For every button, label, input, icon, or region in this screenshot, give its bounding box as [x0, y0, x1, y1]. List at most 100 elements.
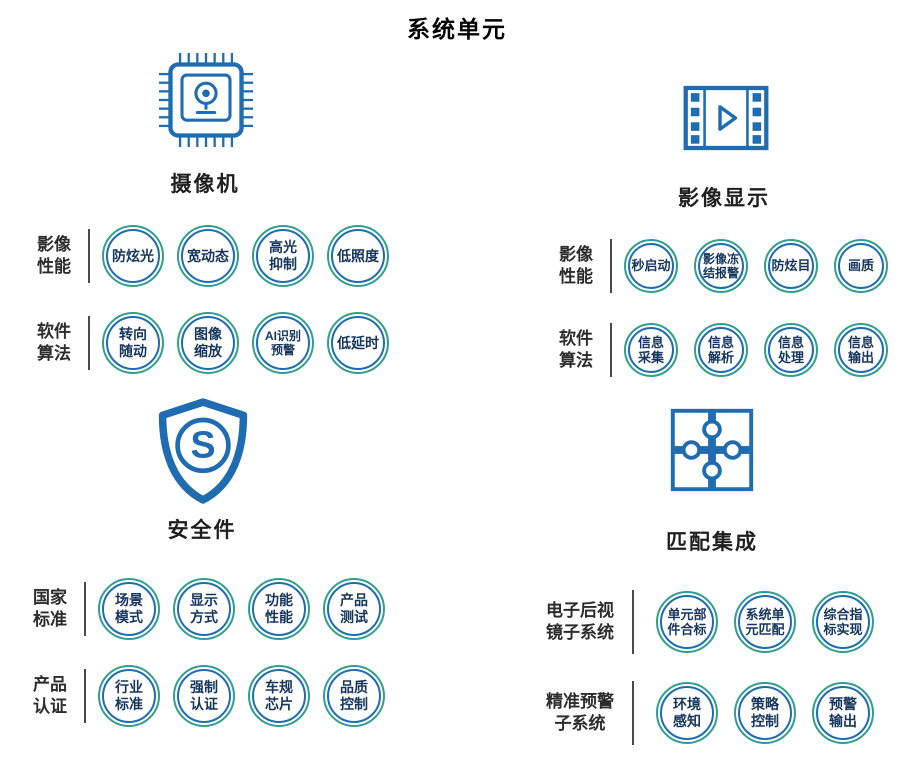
camera-chip-icon: [158, 52, 254, 148]
row-label-line: 算法: [37, 344, 71, 363]
row-divider: [88, 229, 90, 283]
badge-ring: 强制认证: [177, 669, 231, 723]
row-label-line: 性能: [559, 267, 593, 286]
badge: 强制认证: [173, 665, 235, 727]
row-divider: [610, 239, 612, 293]
badge: 环境感知: [656, 682, 718, 744]
badge-ring: 预警输出: [816, 686, 870, 740]
badge-ring: 宽动态: [181, 229, 235, 283]
integration-section-label: 匹配集成: [666, 531, 758, 554]
row-label: 软件 算法: [548, 328, 604, 372]
badge-ring: 系统单元匹配: [738, 595, 792, 649]
camera-software-algorithm-row: 软件 算法 转向随动 图像缩放 AI识别预警 低延时: [26, 312, 389, 374]
badge-ring: 影像冻结报警: [698, 243, 744, 289]
row-label-line: 电子后视: [546, 600, 614, 620]
row-label-line: 算法: [559, 351, 593, 370]
row-divider: [610, 323, 612, 377]
badge: 低照度: [327, 225, 389, 287]
badge-ring: 功能性能: [252, 582, 306, 636]
row-label-line: 镜子系统: [546, 623, 614, 642]
badge: 高光抑制: [252, 225, 314, 287]
row-label-line: 产品: [33, 674, 67, 694]
badge-ring: 信息处理: [768, 327, 814, 373]
row-label: 影像 性能: [548, 244, 604, 288]
badge-group: 场景模式 显示方式 功能性能 产品测试: [98, 578, 385, 640]
badge: 场景模式: [98, 578, 160, 640]
badge: 显示方式: [173, 578, 235, 640]
display-image-performance-row: 影像 性能 秒启动 影像冻结报警 防炫目 画质: [548, 239, 888, 293]
badge-group: 防炫光 宽动态 高光抑制 低照度: [102, 225, 389, 287]
row-label-line: 影像: [37, 234, 71, 254]
row-label-line: 标准: [33, 610, 67, 629]
badge: 防炫目: [764, 239, 818, 293]
badge-ring: 综合指标实现: [816, 595, 870, 649]
badge-ring: 显示方式: [177, 582, 231, 636]
row-divider: [84, 582, 86, 636]
badge-group: 秒启动 影像冻结报警 防炫目 画质: [624, 239, 888, 293]
badge-ring: 场景模式: [102, 582, 156, 636]
badge-ring: 车规芯片: [252, 669, 306, 723]
badge-group: 环境感知 策略控制 预警输出: [656, 682, 874, 744]
shield-icon: S: [158, 398, 248, 504]
badge-ring: 图像缩放: [181, 316, 235, 370]
row-label: 影像 性能: [26, 234, 82, 278]
row-divider: [84, 669, 86, 723]
row-divider: [88, 316, 90, 370]
safety-section-label: 安全件: [167, 519, 237, 542]
badge-ring: 行业标准: [102, 669, 156, 723]
badge: 功能性能: [248, 578, 310, 640]
badge-ring: 低照度: [331, 229, 385, 283]
badge: 低延时: [327, 312, 389, 374]
badge-ring: 品质控制: [327, 669, 381, 723]
row-label-line: 精准预警: [546, 691, 614, 711]
row-label: 国家 标准: [22, 587, 78, 631]
badge-ring: AI识别预警: [256, 316, 310, 370]
badge-ring: 高光抑制: [256, 229, 310, 283]
row-label: 产品 认证: [22, 674, 78, 718]
row-divider: [632, 681, 634, 745]
badge: 产品测试: [323, 578, 385, 640]
badge: 行业标准: [98, 665, 160, 727]
video-display-icon: [683, 85, 769, 151]
badge-ring: 策略控制: [738, 686, 792, 740]
badge-ring: 画质: [838, 243, 884, 289]
badge-ring: 防炫目: [768, 243, 814, 289]
badge-ring: 信息解析: [698, 327, 744, 373]
badge-ring: 秒启动: [628, 243, 674, 289]
row-label-line: 软件: [37, 321, 71, 341]
badge-group: 行业标准 强制认证 车规芯片 品质控制: [98, 665, 385, 727]
camera-image-performance-row: 影像 性能 防炫光 宽动态 高光抑制 低照度: [26, 225, 389, 287]
badge: 秒启动: [624, 239, 678, 293]
row-label-line: 国家: [33, 587, 67, 607]
badge-ring: 低延时: [331, 316, 385, 370]
row-label-line: 性能: [37, 257, 71, 276]
badge-ring: 转向随动: [106, 316, 160, 370]
badge-ring: 产品测试: [327, 582, 381, 636]
integration-mirror-subsystem-row: 电子后视 镜子系统 单元部件合标 系统单元匹配 综合指标实现: [536, 590, 874, 654]
row-label: 软件 算法: [26, 321, 82, 365]
badge: 信息输出: [834, 323, 888, 377]
badge: 防炫光: [102, 225, 164, 287]
badge: 画质: [834, 239, 888, 293]
shield-letter: S: [190, 424, 215, 466]
badge-ring: 信息采集: [628, 327, 674, 373]
badge: 转向随动: [102, 312, 164, 374]
badge: 信息解析: [694, 323, 748, 377]
badge: 单元部件合标: [656, 591, 718, 653]
row-divider: [632, 590, 634, 654]
badge-ring: 单元部件合标: [660, 595, 714, 649]
row-label-line: 软件: [559, 328, 593, 348]
display-section-label: 影像显示: [678, 187, 770, 210]
puzzle-icon: [670, 408, 754, 492]
badge: 综合指标实现: [812, 591, 874, 653]
row-label-line: 子系统: [554, 714, 606, 733]
badge-group: 单元部件合标 系统单元匹配 综合指标实现: [656, 591, 874, 653]
safety-national-standard-row: 国家 标准 场景模式 显示方式 功能性能 产品测试: [22, 578, 385, 640]
camera-section-label: 摄像机: [170, 173, 240, 196]
badge: 信息处理: [764, 323, 818, 377]
badge: AI识别预警: [252, 312, 314, 374]
display-software-algorithm-row: 软件 算法 信息采集 信息解析 信息处理 信息输出: [548, 323, 888, 377]
row-label: 电子后视 镜子系统: [536, 600, 624, 644]
safety-product-certification-row: 产品 认证 行业标准 强制认证 车规芯片 品质控制: [22, 665, 385, 727]
